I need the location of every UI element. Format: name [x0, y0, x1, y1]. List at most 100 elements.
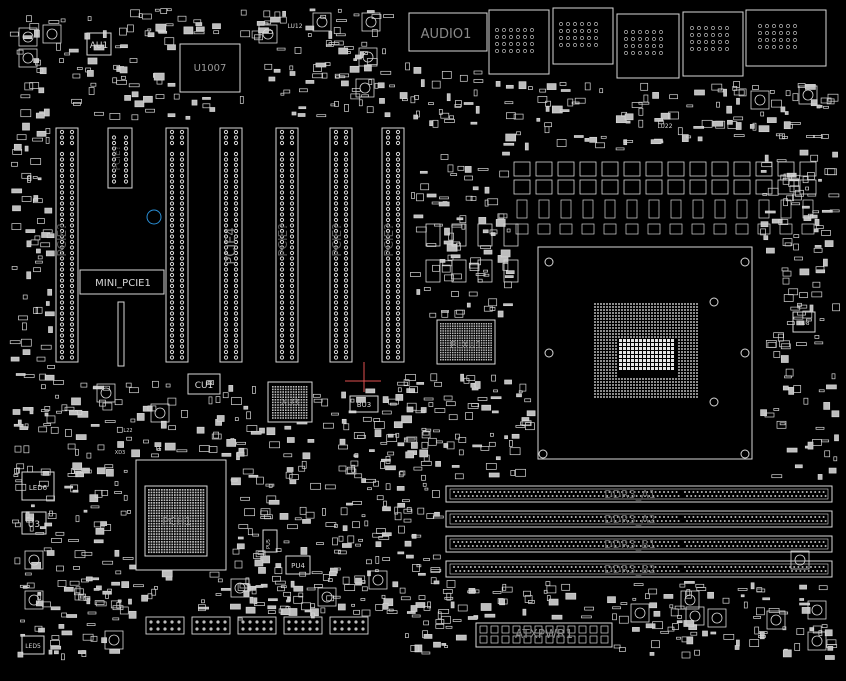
- dimm-pin: [591, 491, 594, 493]
- dimm-pin: [516, 516, 518, 518]
- smd-part: [435, 619, 445, 624]
- dimm-pin: [816, 495, 819, 497]
- dimm-pin: [663, 541, 665, 543]
- slot-pin: [233, 135, 239, 140]
- atx-pin: [512, 635, 521, 644]
- pin: [478, 325, 480, 327]
- cpu-pad: [681, 348, 683, 350]
- smd-part: [645, 593, 650, 600]
- io-connector-4: [682, 11, 744, 77]
- slot-pin: [179, 184, 185, 190]
- header-pin: [347, 620, 351, 624]
- pin: [285, 401, 287, 404]
- cpu-pad: [630, 303, 632, 305]
- pin: [171, 502, 174, 504]
- slot-pin: [333, 217, 339, 223]
- slot-pin: [59, 151, 65, 157]
- smd-part: [365, 478, 376, 483]
- smd-part: [766, 247, 775, 254]
- cpu-pad: [684, 312, 686, 314]
- cpu-pad: [594, 354, 596, 356]
- pin: [449, 347, 452, 349]
- capacitor-outline: [355, 78, 375, 98]
- smd-part: [394, 506, 399, 515]
- smd-part: [228, 385, 234, 392]
- smd-part: [69, 410, 78, 416]
- smd-part: [27, 175, 31, 183]
- smd-part: [240, 30, 251, 38]
- smd-part: [444, 274, 454, 282]
- pin: [449, 339, 452, 342]
- slot-pin: [169, 283, 175, 289]
- capacitor: [811, 635, 823, 647]
- smd-part: [259, 427, 265, 434]
- pin: [300, 391, 303, 393]
- dimm-pin: [667, 566, 670, 568]
- pin: [485, 327, 488, 330]
- pin: [174, 538, 176, 541]
- slot-pin: [123, 151, 129, 157]
- cpu-pad: [681, 357, 683, 359]
- cpu-pad: [678, 342, 680, 344]
- cpu-pad: [687, 360, 689, 362]
- dimm-pin: [570, 491, 573, 493]
- atx-pin: [567, 635, 576, 644]
- pin: [168, 530, 171, 533]
- slot-pin: [279, 135, 285, 140]
- smd-part: [477, 168, 489, 171]
- dimm-pin: [684, 566, 686, 568]
- pin: [155, 538, 158, 541]
- cpu-pad: [615, 360, 617, 362]
- pin: [303, 399, 305, 401]
- slot-pin: [289, 162, 295, 168]
- smd-part: [421, 431, 431, 439]
- header-pin: [340, 620, 344, 624]
- cpu-center-pad: [659, 343, 662, 346]
- smd-part: [470, 382, 476, 388]
- cpu-pad: [687, 318, 689, 320]
- pin: [444, 347, 447, 349]
- vrm-mosfet: [799, 179, 817, 195]
- pin: [287, 404, 290, 406]
- pin: [202, 546, 205, 548]
- smd-part: [395, 394, 404, 401]
- cpu-pad: [627, 384, 629, 386]
- cpu-pad: [597, 354, 599, 356]
- pin: [168, 502, 171, 504]
- smd-part: [338, 465, 347, 472]
- slot-pin: [169, 272, 175, 278]
- smd-part: [438, 201, 450, 207]
- cpu-pad: [603, 375, 605, 377]
- cpu-center-pad: [635, 363, 638, 366]
- pin: [488, 347, 490, 349]
- slot-pin: [59, 190, 65, 195]
- pin: [187, 522, 189, 525]
- io-pin: [793, 38, 797, 42]
- smd-part: [195, 26, 205, 32]
- pin: [155, 502, 158, 504]
- cpu-pad: [645, 330, 647, 332]
- pin: [200, 543, 202, 546]
- cpu-pad: [609, 384, 611, 386]
- slot-pin: [59, 294, 65, 300]
- dimm-pin: [793, 541, 796, 543]
- cpu-pad: [678, 372, 680, 374]
- smd-part: [274, 567, 283, 575]
- dimm-pin: [675, 516, 678, 518]
- pin: [150, 489, 153, 491]
- smd-part: [102, 30, 107, 38]
- cpu-pad: [678, 390, 680, 392]
- pin: [285, 417, 287, 419]
- smd-part: [771, 99, 782, 108]
- slot-pin: [233, 316, 239, 322]
- smd-part: [824, 240, 834, 247]
- pin: [197, 494, 200, 496]
- cpu-pad: [663, 312, 665, 314]
- pin: [447, 330, 449, 332]
- cpu-pad: [639, 387, 641, 389]
- capacitor-outline: [258, 24, 278, 44]
- io-pin: [559, 22, 563, 26]
- dimm-pin: [474, 566, 476, 568]
- smd-part: [522, 608, 527, 616]
- capacitor: [811, 604, 823, 616]
